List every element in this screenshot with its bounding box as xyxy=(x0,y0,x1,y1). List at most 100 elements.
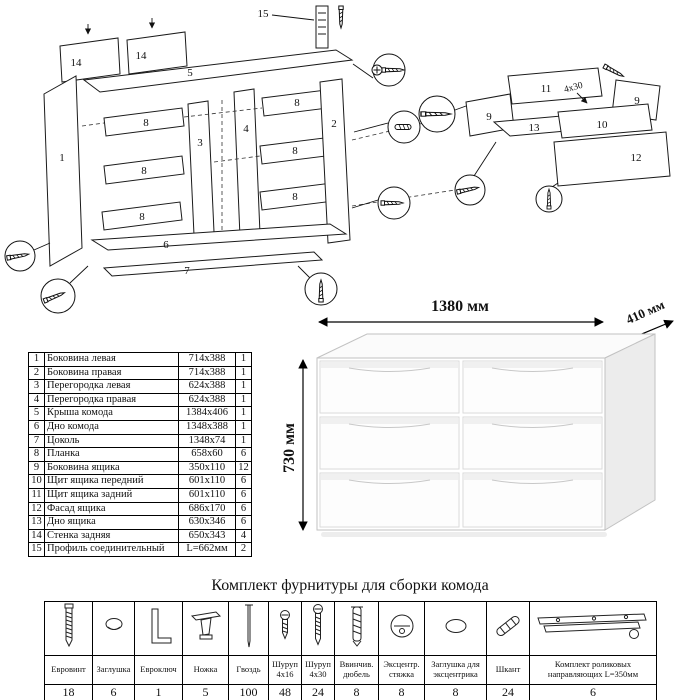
part-size: 601x110 xyxy=(178,474,236,489)
part-qty: 12 xyxy=(235,460,252,476)
part-qty: 4 xyxy=(235,528,252,544)
hardware-item-qty: 100 xyxy=(228,684,269,700)
part-number: 7 xyxy=(28,433,45,449)
screw-dowel-icon xyxy=(350,606,363,647)
part-size: 624x388 xyxy=(178,392,236,408)
drawer-handle-arcs xyxy=(348,367,574,484)
part-label: 3 xyxy=(197,137,203,149)
part-qty: 1 xyxy=(235,365,252,381)
hardware-item-name: Шуруп 4x30 xyxy=(301,655,335,685)
part-number: 3 xyxy=(28,379,45,394)
part-name: Стенка задняя xyxy=(44,528,179,544)
hardware-item-name: Заглушка для эксцентрика xyxy=(424,655,487,685)
part-size: 624x388 xyxy=(178,379,236,394)
hardware-item-qty: 24 xyxy=(301,684,335,700)
height-dimension-label: 730 мм xyxy=(283,423,298,473)
part-number: 5 xyxy=(28,406,45,421)
hardware-item-qty: 5 xyxy=(182,684,229,700)
width-dimension-label: 1380 мм xyxy=(431,298,489,315)
part-labels: 15 14 14 5 1 8 8 8 3 4 8 8 8 2 6 7 11 9 … xyxy=(59,8,641,277)
hardware-item-qty: 24 xyxy=(486,684,530,700)
part-size: 630x346 xyxy=(178,515,236,530)
hardware-item-qty: 48 xyxy=(268,684,302,700)
part-qty: 6 xyxy=(235,501,252,517)
part-qty: 6 xyxy=(235,447,252,462)
part-name: Дно комода xyxy=(44,419,179,435)
hardware-item-qty: 6 xyxy=(92,684,135,700)
part-qty: 6 xyxy=(235,487,252,503)
part-label: 8 xyxy=(292,191,298,203)
part-name: Дно ящика xyxy=(44,515,179,530)
depth-dimension-label: 410 мм xyxy=(624,297,667,327)
part-number: 15 xyxy=(28,542,45,557)
hardware-item-name: Ножка xyxy=(182,655,229,685)
part-size: 601x110 xyxy=(178,487,236,503)
part-label: 12 xyxy=(631,152,642,164)
cam-lock-icon xyxy=(390,614,413,638)
hardware-item-qty: 18 xyxy=(44,684,93,700)
drawer-handle-grooves xyxy=(321,362,601,480)
part-label: 8 xyxy=(292,145,298,157)
part-number: 6 xyxy=(28,419,45,435)
hardware-item-qty: 8 xyxy=(424,684,487,700)
part-size: 686x170 xyxy=(178,501,236,517)
part-label: 8 xyxy=(139,211,145,223)
hardware-item-name: Шуруп 4x16 xyxy=(268,655,302,685)
part-label: 9 xyxy=(486,111,492,123)
part-size: 1348x388 xyxy=(178,419,236,435)
hardware-qty-row: 18 6 1 5 100 48 24 8 8 8 24 6 xyxy=(44,684,657,700)
hardware-item-qty: 1 xyxy=(134,684,183,700)
carcass-boards xyxy=(43,5,354,277)
part-size: 1384x406 xyxy=(178,406,236,421)
part-name: Профиль соединительный xyxy=(44,542,179,557)
part-qty: 6 xyxy=(235,515,252,530)
hardware-item-name: Заглушка xyxy=(92,655,135,685)
hex-key-icon xyxy=(151,608,171,644)
leader-lines xyxy=(33,14,588,284)
part-label: 8 xyxy=(141,165,147,177)
part-number: 9 xyxy=(28,460,45,476)
part-size: 350x110 xyxy=(178,460,236,476)
part-number: 14 xyxy=(28,528,45,544)
dresser-drawers xyxy=(319,360,603,528)
screw-size-label: 4x30 xyxy=(563,81,584,96)
wood-dowel-icon xyxy=(496,615,520,637)
part-label: 9 xyxy=(634,95,640,107)
part-number: 13 xyxy=(28,515,45,530)
part-number: 11 xyxy=(28,487,45,503)
part-size: 714x388 xyxy=(178,365,236,381)
part-label: 11 xyxy=(541,83,552,95)
part-number: 10 xyxy=(28,474,45,489)
hardware-item-name: Евровинт xyxy=(44,655,93,685)
part-qty: 1 xyxy=(235,379,252,394)
screw-short-icon xyxy=(280,610,290,640)
part-size: 714x388 xyxy=(178,352,236,367)
hardware-item-qty: 6 xyxy=(529,684,657,700)
hardware-item-qty: 8 xyxy=(334,684,379,700)
part-label: 13 xyxy=(529,122,541,134)
part-label: 7 xyxy=(184,265,190,277)
part-label: 4 xyxy=(243,123,249,135)
exploded-assembly-diagram: 15 14 14 5 1 8 8 8 3 4 8 8 8 2 6 7 11 9 … xyxy=(4,5,671,314)
part-number: 1 xyxy=(28,352,45,367)
part-name: Боковина ящика xyxy=(44,460,179,476)
part-label: 8 xyxy=(143,117,149,129)
part-qty: 1 xyxy=(235,419,252,435)
part-qty: 1 xyxy=(235,406,252,421)
hardware-table: Евровинт Заглушка Евроключ Ножка Гвоздь … xyxy=(44,601,657,700)
dresser-render: 1380 мм 730 мм 410 мм xyxy=(283,297,674,537)
part-label: 2 xyxy=(331,118,337,130)
